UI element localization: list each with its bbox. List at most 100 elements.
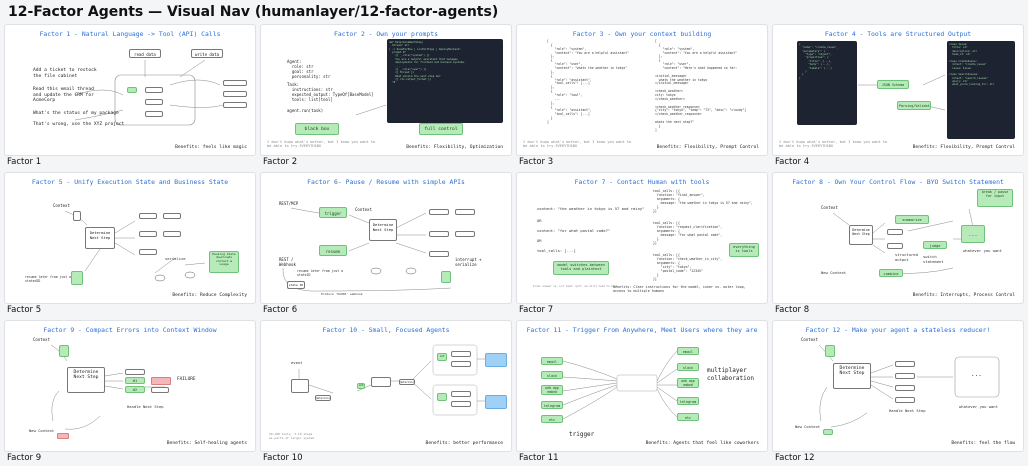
handle-next-step-label: Handle Next Step [889, 408, 926, 413]
factor-title: Factor 8 - Own Your Control Flow - BYO S… [792, 178, 1004, 186]
context-label: Context [801, 337, 818, 342]
determine-next-step-box: Determine Next Step [369, 219, 397, 241]
factor-card-10[interactable]: Factor 10 - Small, Focused Agents event … [260, 320, 512, 464]
footnote: 10-100 tools, 3-10 steps as parts of lar… [269, 432, 315, 440]
tool-box [451, 361, 471, 367]
factor-title: Factor 9 - Compact Errors into Context W… [43, 326, 217, 334]
factor-panel-11[interactable]: Factor 11 - Trigger From Anywhere, Meet … [516, 320, 768, 452]
footnote: I don't know what's better, but I know y… [267, 140, 376, 149]
factor-panel-8[interactable]: Factor 8 - Own Your Control Flow - BYO S… [772, 172, 1024, 304]
factor-label: Factor 6 [263, 305, 298, 315]
factor-panel-1[interactable]: Factor 1 - Natural Language -> Tool (API… [4, 24, 256, 156]
factor-card-5[interactable]: Factor 5 - Unify Execution State and Bus… [4, 172, 256, 316]
factor-panel-3[interactable]: Factor 3 - Own your context building [ {… [516, 24, 768, 156]
new-context-label: New Context [795, 424, 821, 429]
diagram-lines [298, 344, 485, 416]
pausing-state-box: Pausing State downloads context & usage [209, 251, 239, 273]
context-label: Context [355, 207, 372, 212]
diagram-lines [858, 74, 946, 111]
factor-card-1[interactable]: Factor 1 - Natural Language -> Tool (API… [4, 24, 256, 168]
benefit-text: Benefits: Self-healing agents [166, 441, 247, 446]
resume-box: resume [319, 245, 347, 256]
event-box [291, 379, 309, 393]
tool-box [455, 209, 475, 215]
context-label: Context [33, 337, 50, 342]
determine-next-step-box: Determine Next Step [833, 363, 871, 389]
factor-label: Factor 7 [519, 305, 554, 315]
factor-panel-5[interactable]: Factor 5 - Unify Execution State and Bus… [4, 172, 256, 304]
tool-box [887, 243, 903, 249]
factor-label: Factor 11 [519, 453, 559, 463]
factor-card-11[interactable]: Factor 11 - Trigger From Anywhere, Meet … [516, 320, 768, 464]
factor-card-4[interactable]: Factor 4 - Tools are Structured Output {… [772, 24, 1024, 168]
custom-step-box: ... [961, 225, 985, 243]
resume-note: resume later from just a statedID [25, 275, 72, 283]
run-code: agent.run(task) [287, 108, 324, 113]
rest-webhook-label: REST / Webhook [279, 257, 296, 267]
step-2-box: #2 [125, 386, 145, 393]
factor-card-3[interactable]: Factor 3 - Own your context building [ {… [516, 24, 768, 168]
factor-label: Factor 4 [775, 157, 810, 167]
structured-output-label: structured output [895, 252, 918, 262]
benefit-text: Benefits: Agents that feel like coworker… [645, 441, 759, 446]
tool-box [145, 111, 163, 117]
diagram-lines [818, 344, 1000, 428]
factor-label: Factor 1 [7, 157, 42, 167]
factor-panel-4[interactable]: Factor 4 - Tools are Structured Output {… [772, 24, 1024, 156]
tool-box [223, 91, 247, 97]
switch-statement-label: switch statement [923, 254, 944, 264]
factor-title: Factor 5 - Unify Execution State and Bus… [31, 178, 229, 186]
factor-title: Factor 6- Pause / Resume with simple API… [307, 178, 465, 186]
factor-panel-10[interactable]: Factor 10 - Small, Focused Agents event … [260, 320, 512, 452]
benefit-text: Benefits: Clear instructions for the mod… [613, 285, 746, 294]
channel-etc-in: etc [541, 415, 563, 423]
factor-title: Factor 2 - Own your prompts [334, 30, 438, 38]
tool-box [429, 251, 449, 257]
factor-card-7[interactable]: Factor 7 - Contact Human with tools cont… [516, 172, 768, 316]
tool-box [451, 351, 471, 357]
factor-card-2[interactable]: Factor 2 - Own your prompts Agent: role:… [260, 24, 512, 168]
factor-card-9[interactable]: Factor 9 - Compact Errors into Context W… [4, 320, 256, 464]
diagram-lines [355, 104, 387, 116]
summarize-box: summarize [895, 215, 929, 224]
task-definition-code: Task: instructions: str expected_output:… [287, 82, 374, 102]
factor-label: Factor 10 [263, 453, 303, 463]
tool-box [139, 249, 157, 255]
factor-card-8[interactable]: Factor 8 - Own Your Control Flow - BYO S… [772, 172, 1024, 316]
factor-panel-7[interactable]: Factor 7 - Contact Human with tools cont… [516, 172, 768, 304]
ellipsis-label: ... [971, 371, 982, 378]
prompt-code-block: def DetermineNextStep( thread: str ) -> … [387, 39, 503, 123]
factor-panel-9[interactable]: Factor 9 - Compact Errors into Context W… [4, 320, 256, 452]
context-stack [59, 345, 69, 357]
factor-label: Factor 12 [775, 453, 815, 463]
output-code-block: class Issue: title: str description: str… [947, 41, 1015, 139]
tool-box [163, 213, 181, 219]
benefit-text: Benefits: Flexibility, Prompt Control [912, 145, 1015, 150]
tool-box [139, 231, 157, 237]
state-box [71, 271, 83, 285]
tool-box [139, 213, 157, 219]
channel-webapp-in: web app embed [541, 385, 563, 395]
interrupt-label: interrupt + serialize [455, 257, 482, 267]
factor-label: Factor 5 [7, 305, 42, 315]
llm-box: LLM [357, 383, 365, 389]
final-answer-call: tool_calls: [{ function: "final_answer",… [653, 189, 753, 213]
prompt-text: Add a ticket to restock the file cabinet [33, 68, 97, 79]
factor-card-6[interactable]: Factor 6- Pause / Resume with simple API… [260, 172, 512, 316]
failure-box [151, 377, 171, 385]
benefit-text: Benefits: better performance [425, 441, 503, 446]
prompt-text: What's the status of my package [33, 111, 119, 116]
tool-box [223, 102, 247, 108]
factor-card-12[interactable]: Factor 12 - Make your agent a stateless … [772, 320, 1024, 464]
or-text: OR [537, 238, 542, 243]
weather-call: tool_calls: [{ function: "check_weather_… [653, 253, 723, 281]
tool-box [151, 387, 169, 393]
factor-panel-12[interactable]: Factor 12 - Make your agent a stateless … [772, 320, 1024, 452]
plaintext-question: content: "for what postal code?" [537, 228, 611, 233]
tool-box [451, 401, 471, 407]
factor-panel-2[interactable]: Factor 2 - Own your prompts Agent: role:… [260, 24, 512, 156]
factor-label: Factor 9 [7, 453, 42, 463]
context-label: Context [821, 205, 838, 210]
determine-next-step-box: Determine Next Step [849, 225, 873, 245]
factor-panel-6[interactable]: Factor 6- Pause / Resume with simple API… [260, 172, 512, 304]
